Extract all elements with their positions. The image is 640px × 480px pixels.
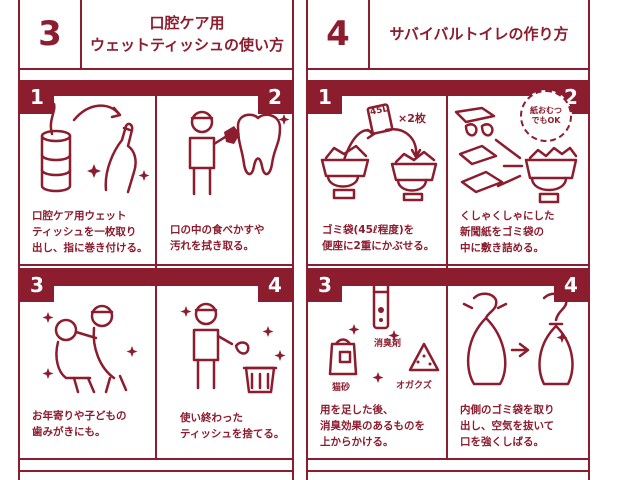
section-title: 口腔ケア用 ウェットティッシュの使い方 — [82, 0, 292, 68]
panel-bg — [157, 96, 292, 266]
section-title-line1: 口腔ケア用 — [149, 14, 225, 32]
vertical-divider — [446, 80, 448, 458]
section-title-line1: サバイバルトイレの作り方 — [389, 25, 569, 43]
step-caption: 内側のゴミ袋を取り 出し、空気を抜いて 口を強くしばる。 — [460, 404, 555, 448]
section-survival-toilet: 4 サバイバルトイレの作り方 1 2 3 4 — [306, 0, 590, 480]
vertical-divider — [155, 80, 157, 458]
deodorant-label: 消臭剤 — [374, 339, 402, 349]
step-badge: 3 — [20, 268, 54, 302]
caregiver-brushing-illustration — [40, 298, 150, 394]
step-badge: 1 — [20, 80, 54, 114]
section-number: 4 — [308, 0, 370, 68]
step-caption: くしゃくしゃにした 新聞紙をゴミ袋の 中に敷き詰める。 — [460, 210, 555, 254]
bubble-line1: 紙おむつ — [530, 106, 562, 115]
section-header: 3 口腔ケア用 ウェットティッシュの使い方 — [20, 0, 292, 70]
step-band-bottom — [308, 458, 588, 460]
panel-bg — [20, 286, 155, 456]
horizontal-divider — [308, 264, 588, 266]
horizontal-divider — [20, 264, 292, 266]
section-number: 3 — [20, 0, 82, 68]
person-trash-illustration — [180, 296, 290, 396]
panel-bg — [157, 286, 292, 456]
toilet-bag-illustration — [314, 100, 444, 204]
step-caption: お年寄りや子どもの 歯みがきにも。 — [32, 410, 127, 438]
section-header: 4 サバイバルトイレの作り方 — [308, 0, 588, 70]
step-band-bottom — [20, 458, 292, 460]
section-title: サバイバルトイレの作り方 — [370, 0, 588, 68]
step-badge: 1 — [308, 80, 342, 114]
cat-litter-label: 猫砂 — [332, 383, 351, 393]
step-caption: ゴミ袋(45ℓ程度)を 便座に2重にかぶせる。 — [322, 224, 435, 252]
bag-count-label: ×2枚 — [398, 112, 426, 125]
step-badge: 4 — [258, 268, 292, 302]
step-caption: 口腔ケア用ウェット ティッシュを一枚取り 出し、指に巻き付ける。 — [32, 210, 148, 254]
bubble-line2: でもOK — [531, 116, 561, 125]
step-caption: 使い終わった ティッシュを捨てる。 — [180, 412, 285, 440]
wet-tissue-can-illustration — [34, 100, 154, 200]
step-badge: 4 — [554, 268, 588, 302]
sawdust-label: オガクズ — [396, 381, 432, 391]
section-title-line2: ウェットティッシュの使い方 — [89, 36, 285, 54]
deodorant-items-illustration — [314, 280, 444, 390]
step-caption: 用を足した後、 消臭効果のあるものを 上からかける。 — [320, 404, 425, 448]
panel-bg — [448, 286, 588, 456]
section-oral-care: 3 口腔ケア用 ウェットティッシュの使い方 1 2 3 4 — [18, 0, 294, 480]
step-badge: 3 — [308, 268, 342, 302]
person-wiping-tooth-illustration — [180, 104, 290, 200]
next-section-stub — [18, 470, 294, 480]
step-badge: 2 — [258, 80, 292, 114]
newspaper-toilet-illustration — [452, 100, 586, 204]
tie-bag-illustration — [456, 288, 580, 392]
next-section-stub — [306, 470, 590, 480]
step-caption: 口の中の食べかすや 汚れを拭き取る。 — [170, 224, 265, 252]
diaper-ok-bubble: 紙おむつ でもOK — [520, 90, 572, 142]
